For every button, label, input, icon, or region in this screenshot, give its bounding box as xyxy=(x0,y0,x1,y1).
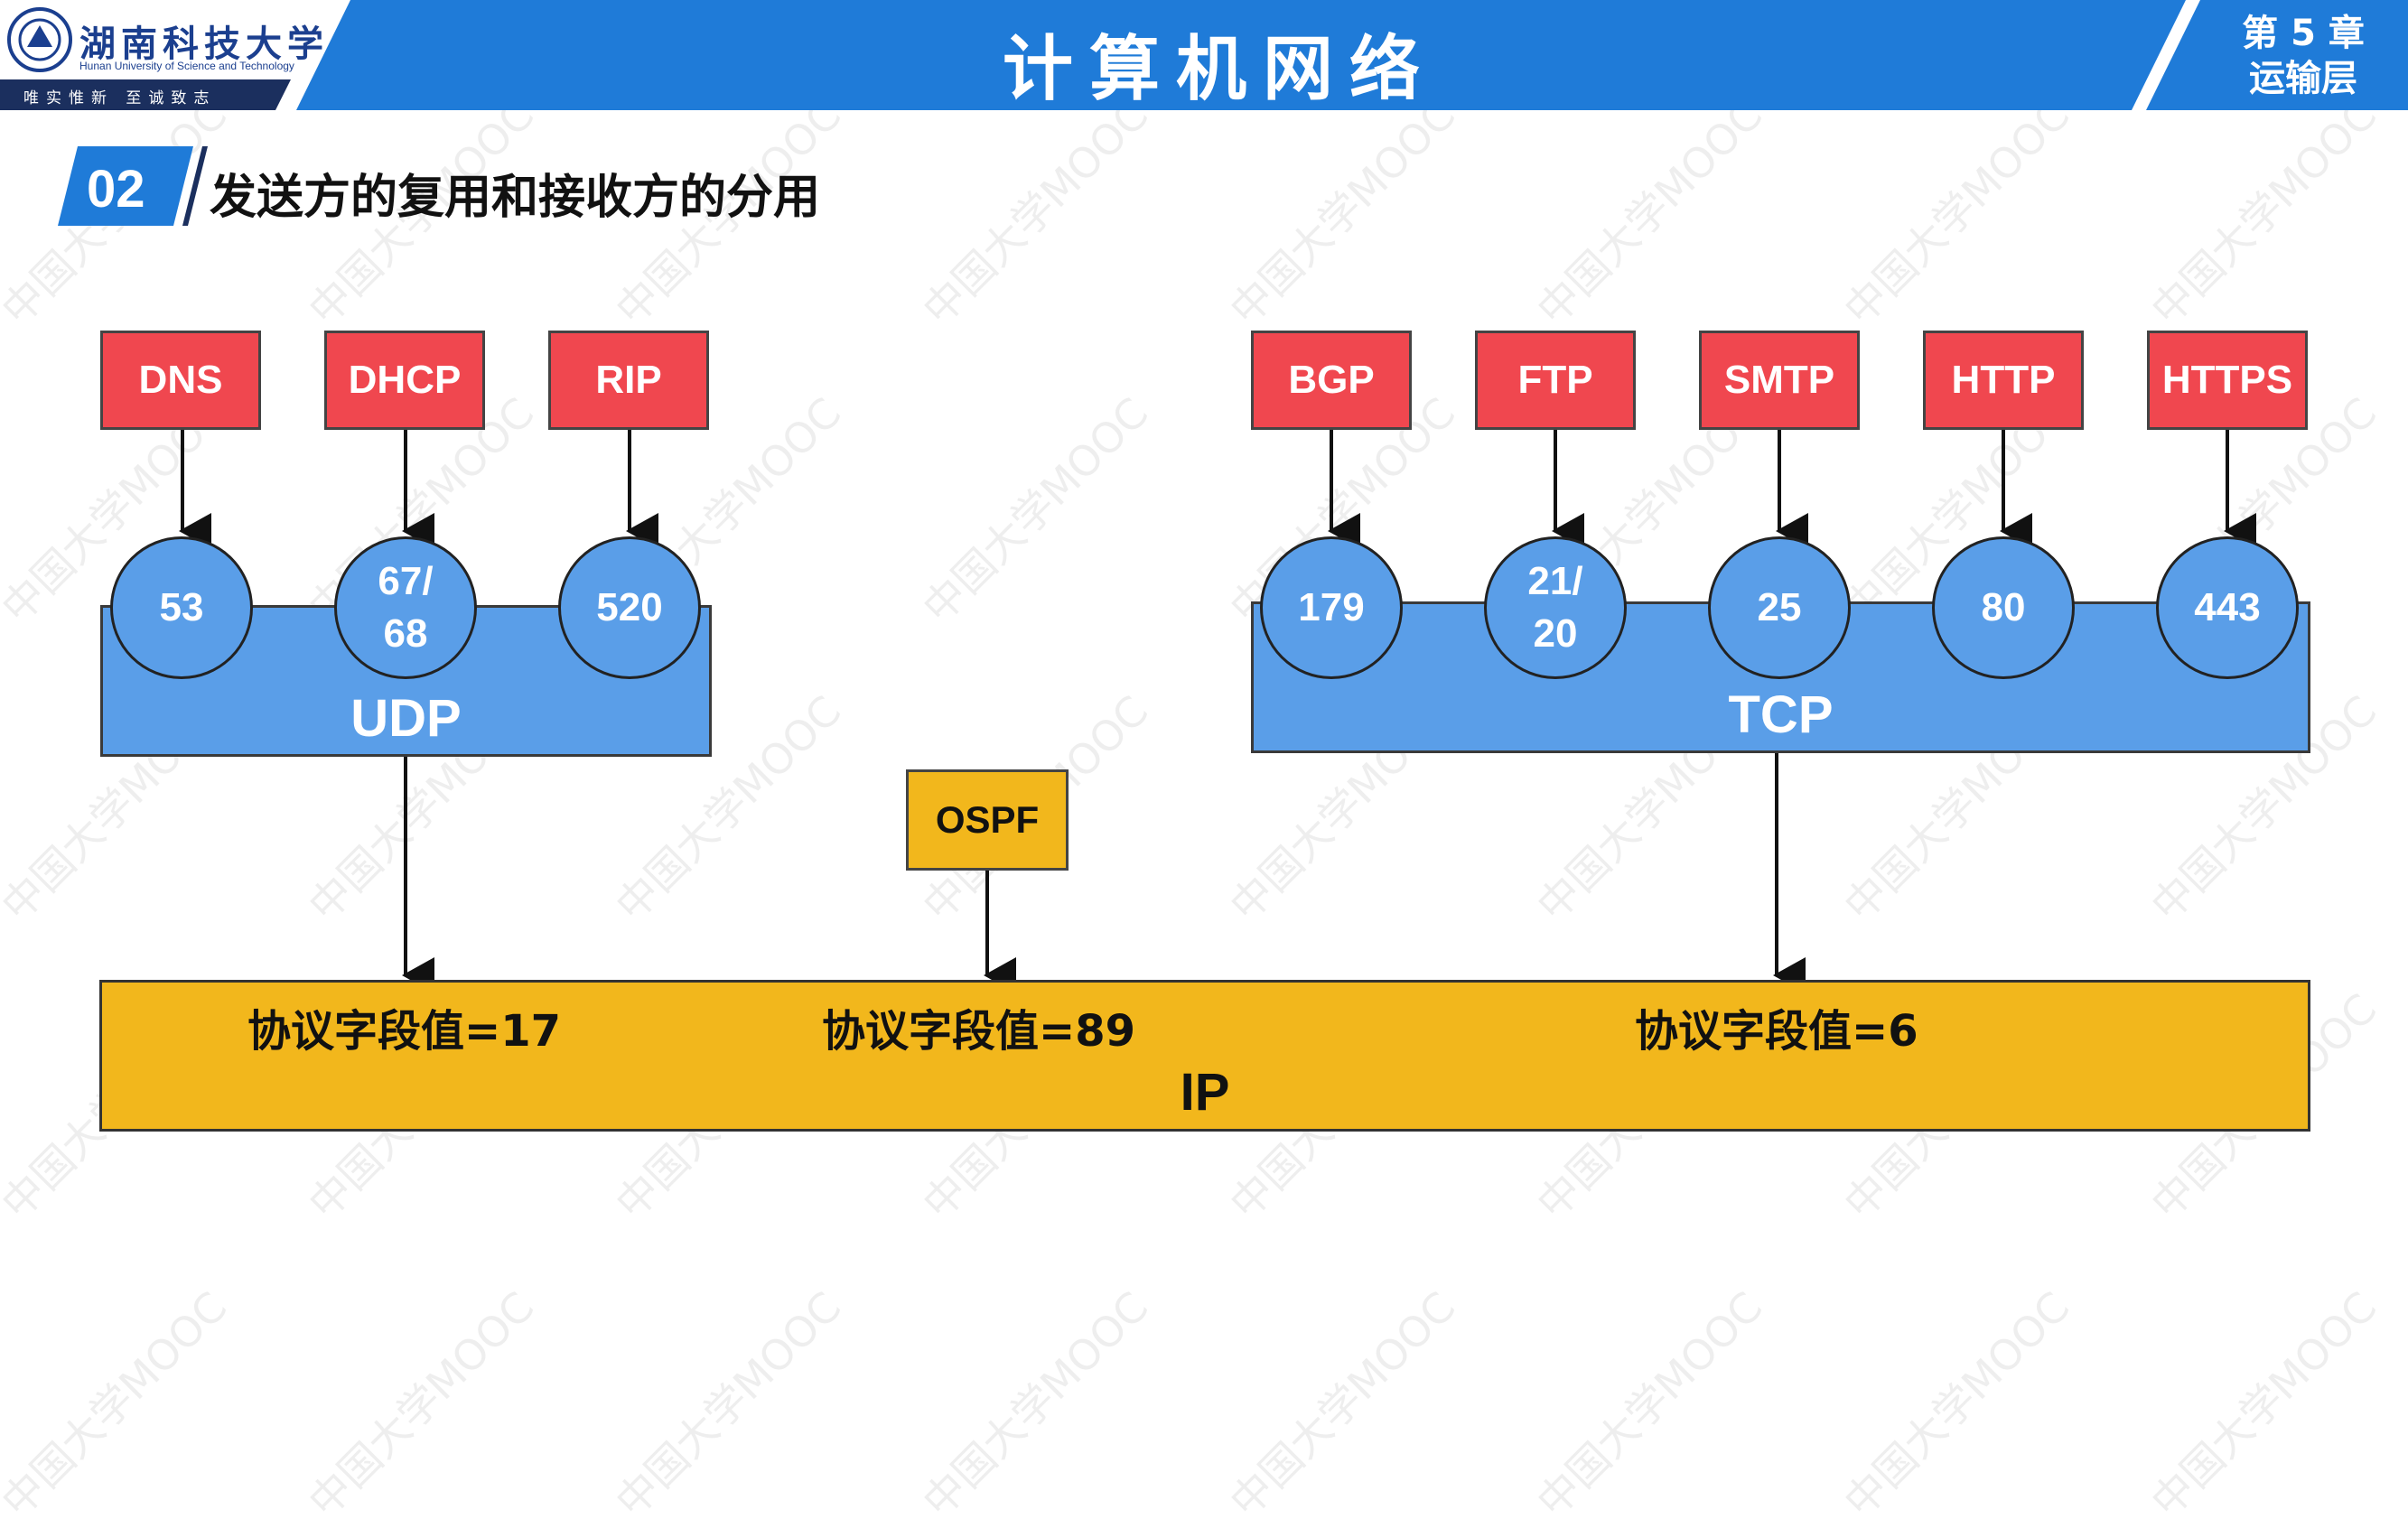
ip-protocol-field-tcp: 协议字段值=6 xyxy=(1635,1006,1918,1057)
port-circle-ftp: 21/ 20 xyxy=(1484,536,1627,679)
port-circle-rip: 520 xyxy=(558,536,701,679)
app-box-dhcp: DHCP xyxy=(324,331,485,430)
port-circle-bgp: 179 xyxy=(1260,536,1403,679)
port-circle-smtp: 25 xyxy=(1708,536,1851,679)
university-english-name: Hunan University of Science and Technolo… xyxy=(79,60,294,72)
tcp-label: TCP xyxy=(1728,685,1834,744)
port-circle-http: 80 xyxy=(1932,536,2075,679)
app-box-http: HTTP xyxy=(1923,331,2084,430)
title-band xyxy=(296,0,2186,110)
port-circle-dns: 53 xyxy=(110,536,253,679)
chapter-number: 第 5 章 xyxy=(2242,13,2365,54)
ip-protocol-field-udp: 协议字段值=17 xyxy=(247,1006,562,1057)
port-circle-https: 443 xyxy=(2156,536,2299,679)
section-title: 发送方的复用和接收方的分用 xyxy=(210,171,821,225)
chapter-band xyxy=(2146,0,2408,110)
connector-arrows xyxy=(179,430,2256,993)
app-box-rip: RIP xyxy=(548,331,709,430)
port-circle-dhcp: 67/ 68 xyxy=(334,536,477,679)
section-badge-stripe xyxy=(182,146,208,226)
ip-protocol-field-ospf: 协议字段值=89 xyxy=(822,1006,1136,1057)
header-background xyxy=(0,0,2408,110)
chapter-name: 运输层 xyxy=(2249,58,2357,99)
university-seal-inner xyxy=(18,18,61,61)
header-bar: 湖南科技大学 Hunan University of Science and T… xyxy=(0,0,2408,110)
app-box-dns: DNS xyxy=(100,331,261,430)
ip-label: IP xyxy=(1180,1063,1230,1122)
app-box-smtp: SMTP xyxy=(1699,331,1860,430)
ip-layer-box xyxy=(99,980,2310,1132)
section-number-badge xyxy=(58,146,208,226)
section-number: 02 xyxy=(87,160,145,219)
university-name: 湖南科技大学 xyxy=(79,23,329,65)
app-box-https: HTTPS xyxy=(2147,331,2308,430)
university-seal-mark xyxy=(27,25,52,47)
app-box-ospf: OSPF xyxy=(906,769,1069,871)
app-box-bgp: BGP xyxy=(1251,331,1412,430)
course-title: 计算机网络 xyxy=(1002,29,1436,110)
udp-label: UDP xyxy=(350,689,462,748)
university-motto: 唯实惟新 至诚致志 xyxy=(23,89,217,107)
motto-band xyxy=(0,79,291,110)
university-logo: 湖南科技大学 Hunan University of Science and T… xyxy=(0,0,343,110)
chapter-indicator: 第 5 章 运输层 xyxy=(2204,11,2403,101)
university-seal-icon xyxy=(7,7,72,72)
section-badge-shape xyxy=(58,146,193,226)
app-box-ftp: FTP xyxy=(1475,331,1636,430)
